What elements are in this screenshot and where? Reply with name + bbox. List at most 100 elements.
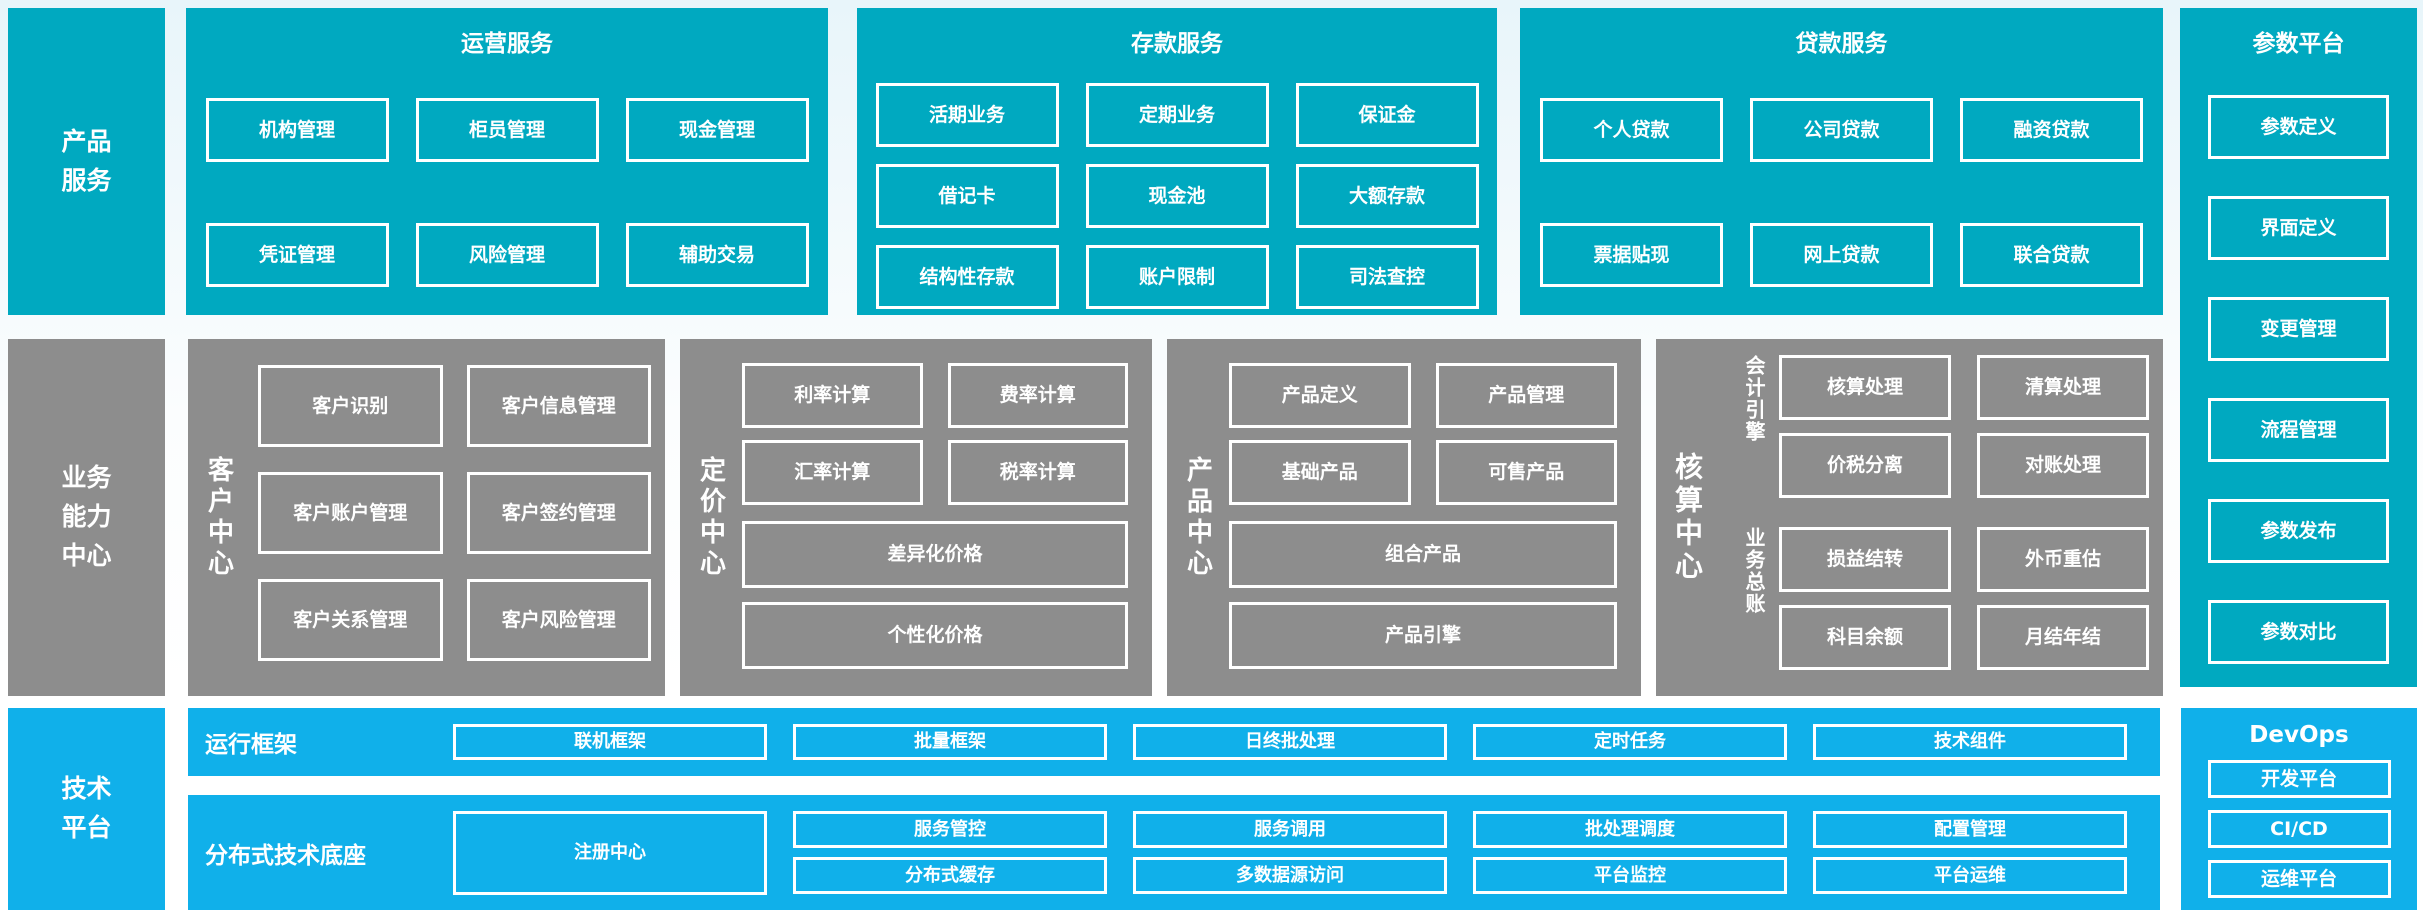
rail-technology-platform: 技术 平台 xyxy=(8,708,165,910)
diagram-node: 客户账户管理 xyxy=(258,472,443,554)
diagram-node: 司法查控 xyxy=(1295,245,1479,309)
node-grid: 损益结转 外币重估 科目余额 月结年结 xyxy=(1779,527,2149,670)
diagram-node: 公司贷款 xyxy=(1750,98,1933,162)
section-title: 存款服务 xyxy=(1131,31,1223,57)
diagram-node: 定时任务 xyxy=(1473,724,1787,760)
diagram-node: 结构性存款 xyxy=(875,245,1059,309)
node-grid: 服务管控 分布式缓存 服务调用 多数据源访问 批处理调度 平台监控 配置管理 平… xyxy=(793,811,2127,894)
diagram-node: 服务调用 xyxy=(1133,811,1447,848)
diagram-node: 产品定义 xyxy=(1229,363,1411,428)
section-runtime-framework: 运行框架 联机框架 批量框架 日终批处理 定时任务 技术组件 xyxy=(188,708,2160,776)
diagram-node: 月结年结 xyxy=(1977,605,2149,670)
node-row: 借记卡 现金池 大额存款 xyxy=(857,164,1497,228)
vertical-sublabel: 会计引擎 xyxy=(1742,355,1766,443)
rail-business-capability-center: 业务 能力 中心 xyxy=(8,339,165,696)
diagram-node: 运维平台 xyxy=(2207,860,2391,898)
diagram-node: 参数定义 xyxy=(2208,95,2389,159)
diagram-node: 现金池 xyxy=(1085,164,1269,228)
vertical-section-label: 产品中心 xyxy=(1182,455,1213,580)
diagram-node: 核算处理 xyxy=(1779,355,1951,420)
section-title: 参数平台 xyxy=(2252,31,2345,57)
diagram-node: 批处理调度 xyxy=(1473,811,1787,848)
diagram-node: 产品管理 xyxy=(1435,363,1617,428)
node-grid: 利率计算 费率计算 汇率计算 税率计算 差异化价格 个性化价格 xyxy=(742,363,1128,683)
diagram-node: 客户签约管理 xyxy=(466,472,651,554)
section-distributed-tech-base: 分布式技术底座 注册中心 服务管控 分布式缓存 服务调用 多数据源访问 批处理调… xyxy=(188,795,2160,910)
diagram-node: 技术组件 xyxy=(1813,724,2127,760)
diagram-node: 价税分离 xyxy=(1779,433,1951,498)
node-row: 利率计算 费率计算 xyxy=(742,363,1128,428)
diagram-node: 分布式缓存 xyxy=(793,857,1107,894)
diagram-node: 机构管理 xyxy=(205,98,389,162)
diagram-node: 产品引擎 xyxy=(1229,602,1617,669)
section-product-center: 产品中心 产品定义 产品管理 基础产品 可售产品 组合产品 产品引擎 xyxy=(1167,339,1641,696)
section-title: 贷款服务 xyxy=(1795,31,1888,57)
diagram-node: 融资贷款 xyxy=(1960,98,2143,162)
diagram-node: CI/CD xyxy=(2207,810,2391,848)
section-parameter-platform: 参数平台 参数定义 界面定义 变更管理 流程管理 参数发布 参数对比 xyxy=(2180,8,2417,687)
diagram-node: 联机框架 xyxy=(453,724,767,760)
diagram-node: 对账处理 xyxy=(1977,433,2149,498)
diagram-node: 差异化价格 xyxy=(742,521,1128,588)
section-operations-services: 运营服务 机构管理 柜员管理 现金管理 凭证管理 风险管理 辅助交易 xyxy=(186,8,828,315)
diagram-node: 开发平台 xyxy=(2207,760,2391,798)
diagram-node: 参数对比 xyxy=(2208,600,2389,664)
node-column: 服务调用 多数据源访问 xyxy=(1133,811,1447,894)
section-customer-center: 客户中心 客户识别 客户信息管理 客户账户管理 客户签约管理 客户关系管理 客户… xyxy=(188,339,665,696)
row-label: 运行框架 xyxy=(205,732,297,758)
diagram-node: 账户限制 xyxy=(1085,245,1269,309)
diagram-node: 联合贷款 xyxy=(1960,223,2143,287)
node-grid: 产品定义 产品管理 基础产品 可售产品 组合产品 产品引擎 xyxy=(1229,363,1617,683)
row-label: 分布式技术底座 xyxy=(205,842,366,869)
node-row: 机构管理 柜员管理 现金管理 xyxy=(186,98,828,162)
node-row: 汇率计算 税率计算 xyxy=(742,440,1128,505)
diagram-node: 科目余额 xyxy=(1779,605,1951,670)
vertical-section-label: 定价中心 xyxy=(695,455,726,580)
node-grid: 核算处理 清算处理 价税分离 对账处理 xyxy=(1779,355,2149,498)
diagram-node: 批量框架 xyxy=(793,724,1107,760)
vertical-section-label: 客户中心 xyxy=(203,455,234,580)
diagram-node: 保证金 xyxy=(1295,83,1479,147)
section-title: 运营服务 xyxy=(461,31,553,57)
diagram-node: 界面定义 xyxy=(2208,196,2389,260)
business-ledger-group: 业务总账 损益结转 外币重估 科目余额 月结年结 xyxy=(1730,527,2149,670)
diagram-node: 凭证管理 xyxy=(205,223,389,287)
diagram-node: 客户关系管理 xyxy=(258,579,443,661)
node-column: 批处理调度 平台监控 xyxy=(1473,811,1787,894)
diagram-node: 个人贷款 xyxy=(1540,98,1723,162)
diagram-node: 借记卡 xyxy=(875,164,1059,228)
diagram-node: 损益结转 xyxy=(1779,527,1951,592)
diagram-node: 客户风险管理 xyxy=(466,579,651,661)
diagram-node: 现金管理 xyxy=(625,98,809,162)
diagram-node: 外币重估 xyxy=(1977,527,2149,592)
vertical-sublabel: 业务总账 xyxy=(1742,527,1766,615)
rail-product-services: 产品 服务 xyxy=(8,8,165,315)
section-accounting-center: 核算中心 会计引擎 核算处理 清算处理 价税分离 对账处理 业务总账 损益结转 … xyxy=(1656,339,2163,696)
diagram-node: 客户信息管理 xyxy=(466,365,651,447)
diagram-node: 可售产品 xyxy=(1435,440,1617,505)
accounting-engine-group: 会计引擎 核算处理 清算处理 价税分离 对账处理 xyxy=(1730,355,2149,498)
node-row: 票据贴现 网上贷款 联合贷款 xyxy=(1520,223,2163,287)
node-row: 活期业务 定期业务 保证金 xyxy=(857,83,1497,147)
section-title: DevOps xyxy=(2249,722,2349,748)
diagram-node: 平台监控 xyxy=(1473,857,1787,894)
section-pricing-center: 定价中心 利率计算 费率计算 汇率计算 税率计算 差异化价格 个性化价格 xyxy=(680,339,1152,696)
diagram-node: 平台运维 xyxy=(1813,857,2127,894)
diagram-node: 配置管理 xyxy=(1813,811,2127,848)
diagram-node: 基础产品 xyxy=(1229,440,1411,505)
diagram-node: 风险管理 xyxy=(415,223,599,287)
diagram-node: 服务管控 xyxy=(793,811,1107,848)
node-row: 基础产品 可售产品 xyxy=(1229,440,1617,505)
diagram-node: 活期业务 xyxy=(875,83,1059,147)
node-column: 服务管控 分布式缓存 xyxy=(793,811,1107,894)
diagram-node: 大额存款 xyxy=(1295,164,1479,228)
node-grid: 客户识别 客户信息管理 客户账户管理 客户签约管理 客户关系管理 客户风险管理 xyxy=(258,365,651,661)
node-column: 配置管理 平台运维 xyxy=(1813,811,2127,894)
node-row: 联机框架 批量框架 日终批处理 定时任务 技术组件 xyxy=(453,724,2127,760)
diagram-node: 费率计算 xyxy=(947,363,1128,428)
node-row: 结构性存款 账户限制 司法查控 xyxy=(857,245,1497,309)
section-devops: DevOps 开发平台 CI/CD 运维平台 xyxy=(2181,708,2417,910)
diagram-node: 个性化价格 xyxy=(742,602,1128,669)
diagram-node: 注册中心 xyxy=(453,810,767,895)
